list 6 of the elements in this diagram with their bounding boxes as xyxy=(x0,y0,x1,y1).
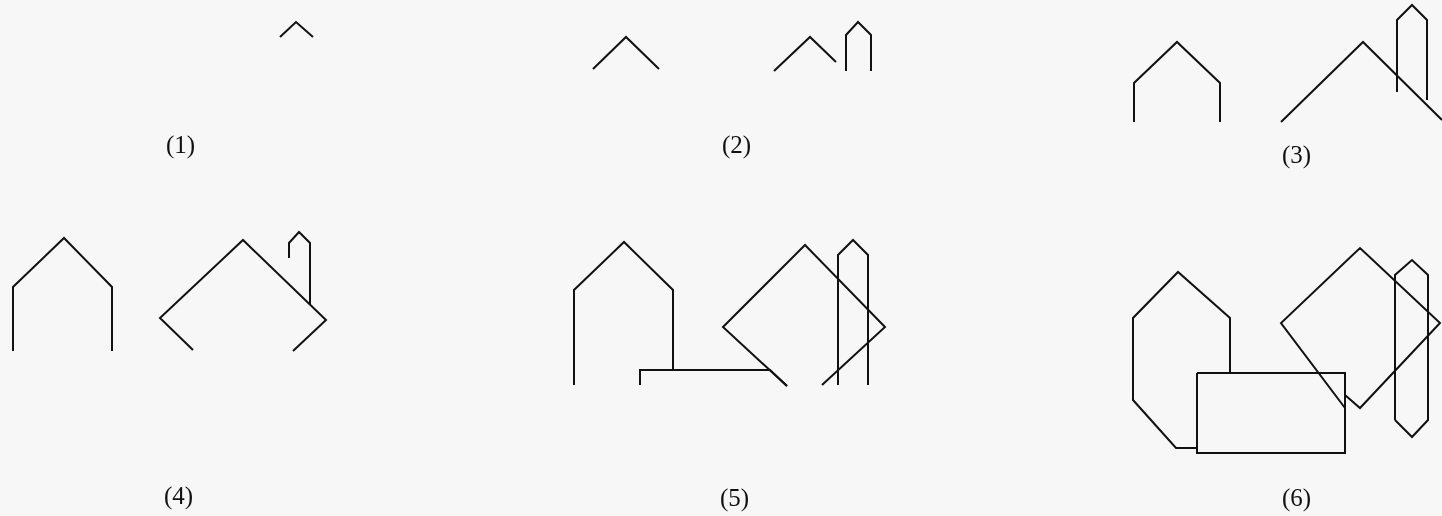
figure-number: (5) xyxy=(720,485,750,510)
figure-number: (4) xyxy=(164,483,194,508)
figure-number: (3) xyxy=(1282,142,1312,167)
figure-number: (1) xyxy=(166,132,196,157)
figure-number: (6) xyxy=(1282,485,1312,510)
figure-number: (2) xyxy=(722,132,752,157)
